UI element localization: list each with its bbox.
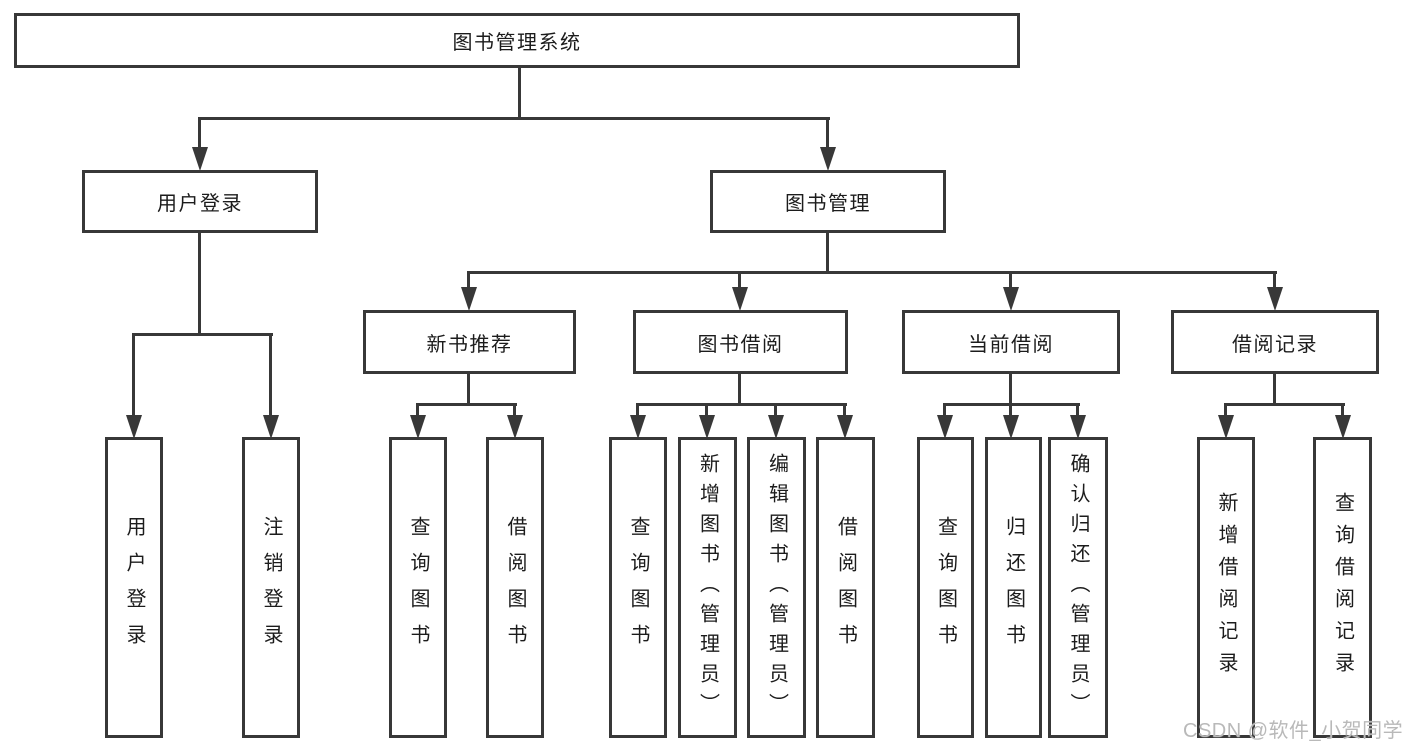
leaf-borrow-books-borrowing: 借阅图书 — [816, 437, 875, 738]
arrowhead-down-icon — [1267, 287, 1283, 311]
leaf-edit-book-admin: 编辑图书（管理员） — [747, 437, 806, 738]
leaf-label: 确认归还（管理员） — [1067, 452, 1089, 723]
node-label: 借阅记录 — [1232, 333, 1318, 356]
node-label: 当前借阅 — [968, 333, 1054, 356]
arrowhead-down-icon — [937, 415, 953, 439]
arrowhead-down-icon — [699, 415, 715, 439]
node-label: 用户登录 — [157, 193, 243, 215]
connector-vertical-line — [943, 405, 946, 421]
node-book-management: 图书管理 — [710, 170, 946, 233]
connector-vertical-line — [738, 374, 741, 405]
connector-vertical-line — [1009, 374, 1012, 405]
leaf-label: 注销登录 — [260, 515, 282, 660]
connector-vertical-line — [1076, 405, 1079, 421]
leaf-confirm-return-admin: 确认归还（管理员） — [1048, 437, 1108, 738]
connector-vertical-line — [738, 273, 741, 293]
leaf-label: 新增图书（管理员） — [696, 452, 719, 723]
connector-horizontal-line — [1224, 403, 1345, 406]
leaf-user-login: 用户登录 — [105, 437, 163, 738]
leaf-label: 查询图书 — [934, 515, 957, 660]
connector-horizontal-line — [636, 403, 847, 406]
arrowhead-down-icon — [192, 147, 208, 171]
connector-horizontal-line — [132, 333, 273, 336]
arrowhead-down-icon — [1003, 415, 1019, 439]
arrowhead-down-icon — [768, 415, 784, 439]
connector-vertical-line — [198, 233, 201, 335]
connector-vertical-line — [467, 374, 470, 405]
arrowhead-down-icon — [630, 415, 646, 439]
leaf-label: 用户登录 — [123, 515, 145, 660]
leaf-label: 归还图书 — [1002, 515, 1025, 660]
connector-vertical-line — [843, 405, 846, 421]
connector-vertical-line — [518, 68, 521, 119]
connector-vertical-line — [1009, 273, 1012, 293]
node-label: 新书推荐 — [426, 333, 513, 356]
leaf-query-books-borrowing: 查询图书 — [609, 437, 667, 738]
arrowhead-down-icon — [820, 147, 836, 171]
arrowhead-down-icon — [1070, 415, 1086, 439]
connector-vertical-line — [416, 405, 419, 421]
arrowhead-down-icon — [410, 415, 426, 439]
arrowhead-down-icon — [507, 415, 523, 439]
connector-vertical-line — [826, 233, 829, 273]
connector-vertical-line — [774, 405, 777, 421]
arrowhead-down-icon — [837, 415, 853, 439]
connector-vertical-line — [132, 335, 135, 421]
connector-vertical-line — [513, 405, 516, 421]
connector-horizontal-line — [943, 403, 1080, 406]
leaf-label: 借阅图书 — [504, 515, 526, 660]
connector-vertical-line — [1341, 405, 1344, 421]
leaf-add-borrow-record: 新增借阅记录 — [1197, 437, 1255, 738]
leaf-label: 编辑图书（管理员） — [765, 452, 788, 723]
leaf-label: 查询图书 — [627, 515, 649, 660]
connector-vertical-line — [1273, 374, 1276, 405]
arrowhead-down-icon — [1335, 415, 1351, 439]
leaf-query-borrow-record: 查询借阅记录 — [1313, 437, 1372, 738]
leaf-borrow-books-recommend: 借阅图书 — [486, 437, 544, 738]
leaf-query-books-recommend: 查询图书 — [389, 437, 447, 738]
connector-vertical-line — [467, 273, 470, 293]
node-user-login: 用户登录 — [82, 170, 318, 233]
arrowhead-down-icon — [263, 415, 279, 439]
connector-vertical-line — [636, 405, 639, 421]
leaf-label: 查询图书 — [407, 515, 429, 660]
leaf-logout: 注销登录 — [242, 437, 300, 738]
leaf-label: 新增借阅记录 — [1215, 491, 1237, 684]
connector-vertical-line — [198, 119, 201, 153]
connector-horizontal-line — [198, 117, 830, 120]
connector-horizontal-line — [467, 271, 1277, 274]
connector-vertical-line — [1273, 273, 1276, 293]
leaf-add-book-admin: 新增图书（管理员） — [678, 437, 737, 738]
arrowhead-down-icon — [126, 415, 142, 439]
connector-vertical-line — [269, 335, 272, 421]
arrowhead-down-icon — [1003, 287, 1019, 311]
connector-vertical-line — [705, 405, 708, 421]
node-new-book-recommendation: 新书推荐 — [363, 310, 576, 374]
node-label: 图书管理系统 — [452, 32, 582, 54]
arrowhead-down-icon — [461, 287, 477, 311]
arrowhead-down-icon — [732, 287, 748, 311]
node-borrowing-records: 借阅记录 — [1171, 310, 1379, 374]
node-library-management-system: 图书管理系统 — [14, 13, 1020, 68]
node-book-borrowing: 图书借阅 — [633, 310, 848, 374]
connector-vertical-line — [826, 119, 829, 153]
leaf-label: 查询借阅记录 — [1331, 491, 1354, 684]
connector-vertical-line — [1224, 405, 1227, 421]
node-label: 图书借阅 — [697, 333, 784, 356]
connector-vertical-line — [1009, 405, 1012, 421]
node-label: 图书管理 — [785, 193, 871, 215]
arrowhead-down-icon — [1218, 415, 1234, 439]
watermark: CSDN @软件_小贺同学 — [1183, 720, 1404, 742]
connector-horizontal-line — [416, 403, 517, 406]
leaf-return-book: 归还图书 — [985, 437, 1042, 738]
node-current-borrowing: 当前借阅 — [902, 310, 1120, 374]
leaf-query-books-current: 查询图书 — [917, 437, 974, 738]
leaf-label: 借阅图书 — [834, 515, 857, 660]
